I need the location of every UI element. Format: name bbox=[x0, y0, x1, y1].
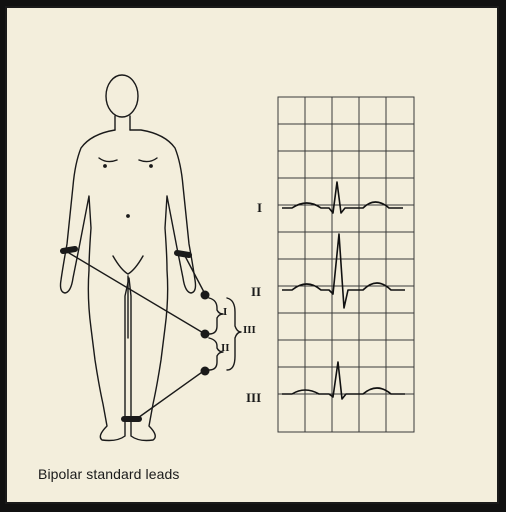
diagram-panel: I II III I II III Bipolar standard leads bbox=[5, 6, 499, 504]
lead-label-II: II bbox=[251, 284, 261, 300]
right-arm-electrode bbox=[63, 249, 75, 251]
lead-wires bbox=[69, 253, 205, 420]
figure-caption: Bipolar standard leads bbox=[38, 466, 180, 482]
bracket-label-II: II bbox=[221, 342, 230, 354]
ecg-trace-lead-II bbox=[282, 234, 405, 308]
ecg-trace-lead-III bbox=[282, 362, 405, 399]
electrode-bands bbox=[63, 249, 189, 419]
ecg-trace-lead-I bbox=[282, 182, 403, 213]
electrode-terminals bbox=[201, 291, 210, 376]
bracket-label-III: III bbox=[243, 324, 256, 336]
diagram-svg bbox=[7, 8, 501, 506]
lead-label-III: III bbox=[246, 390, 261, 406]
left-arm-electrode bbox=[177, 253, 189, 255]
terminal-dot bbox=[201, 330, 210, 339]
terminal-dot bbox=[201, 291, 210, 300]
ecg-grid bbox=[278, 97, 414, 432]
lead-label-I: I bbox=[257, 200, 262, 216]
ecg-traces bbox=[282, 182, 405, 399]
bracket-label-I: I bbox=[223, 306, 227, 318]
human-body-figure bbox=[61, 75, 196, 441]
terminal-dot bbox=[201, 367, 210, 376]
